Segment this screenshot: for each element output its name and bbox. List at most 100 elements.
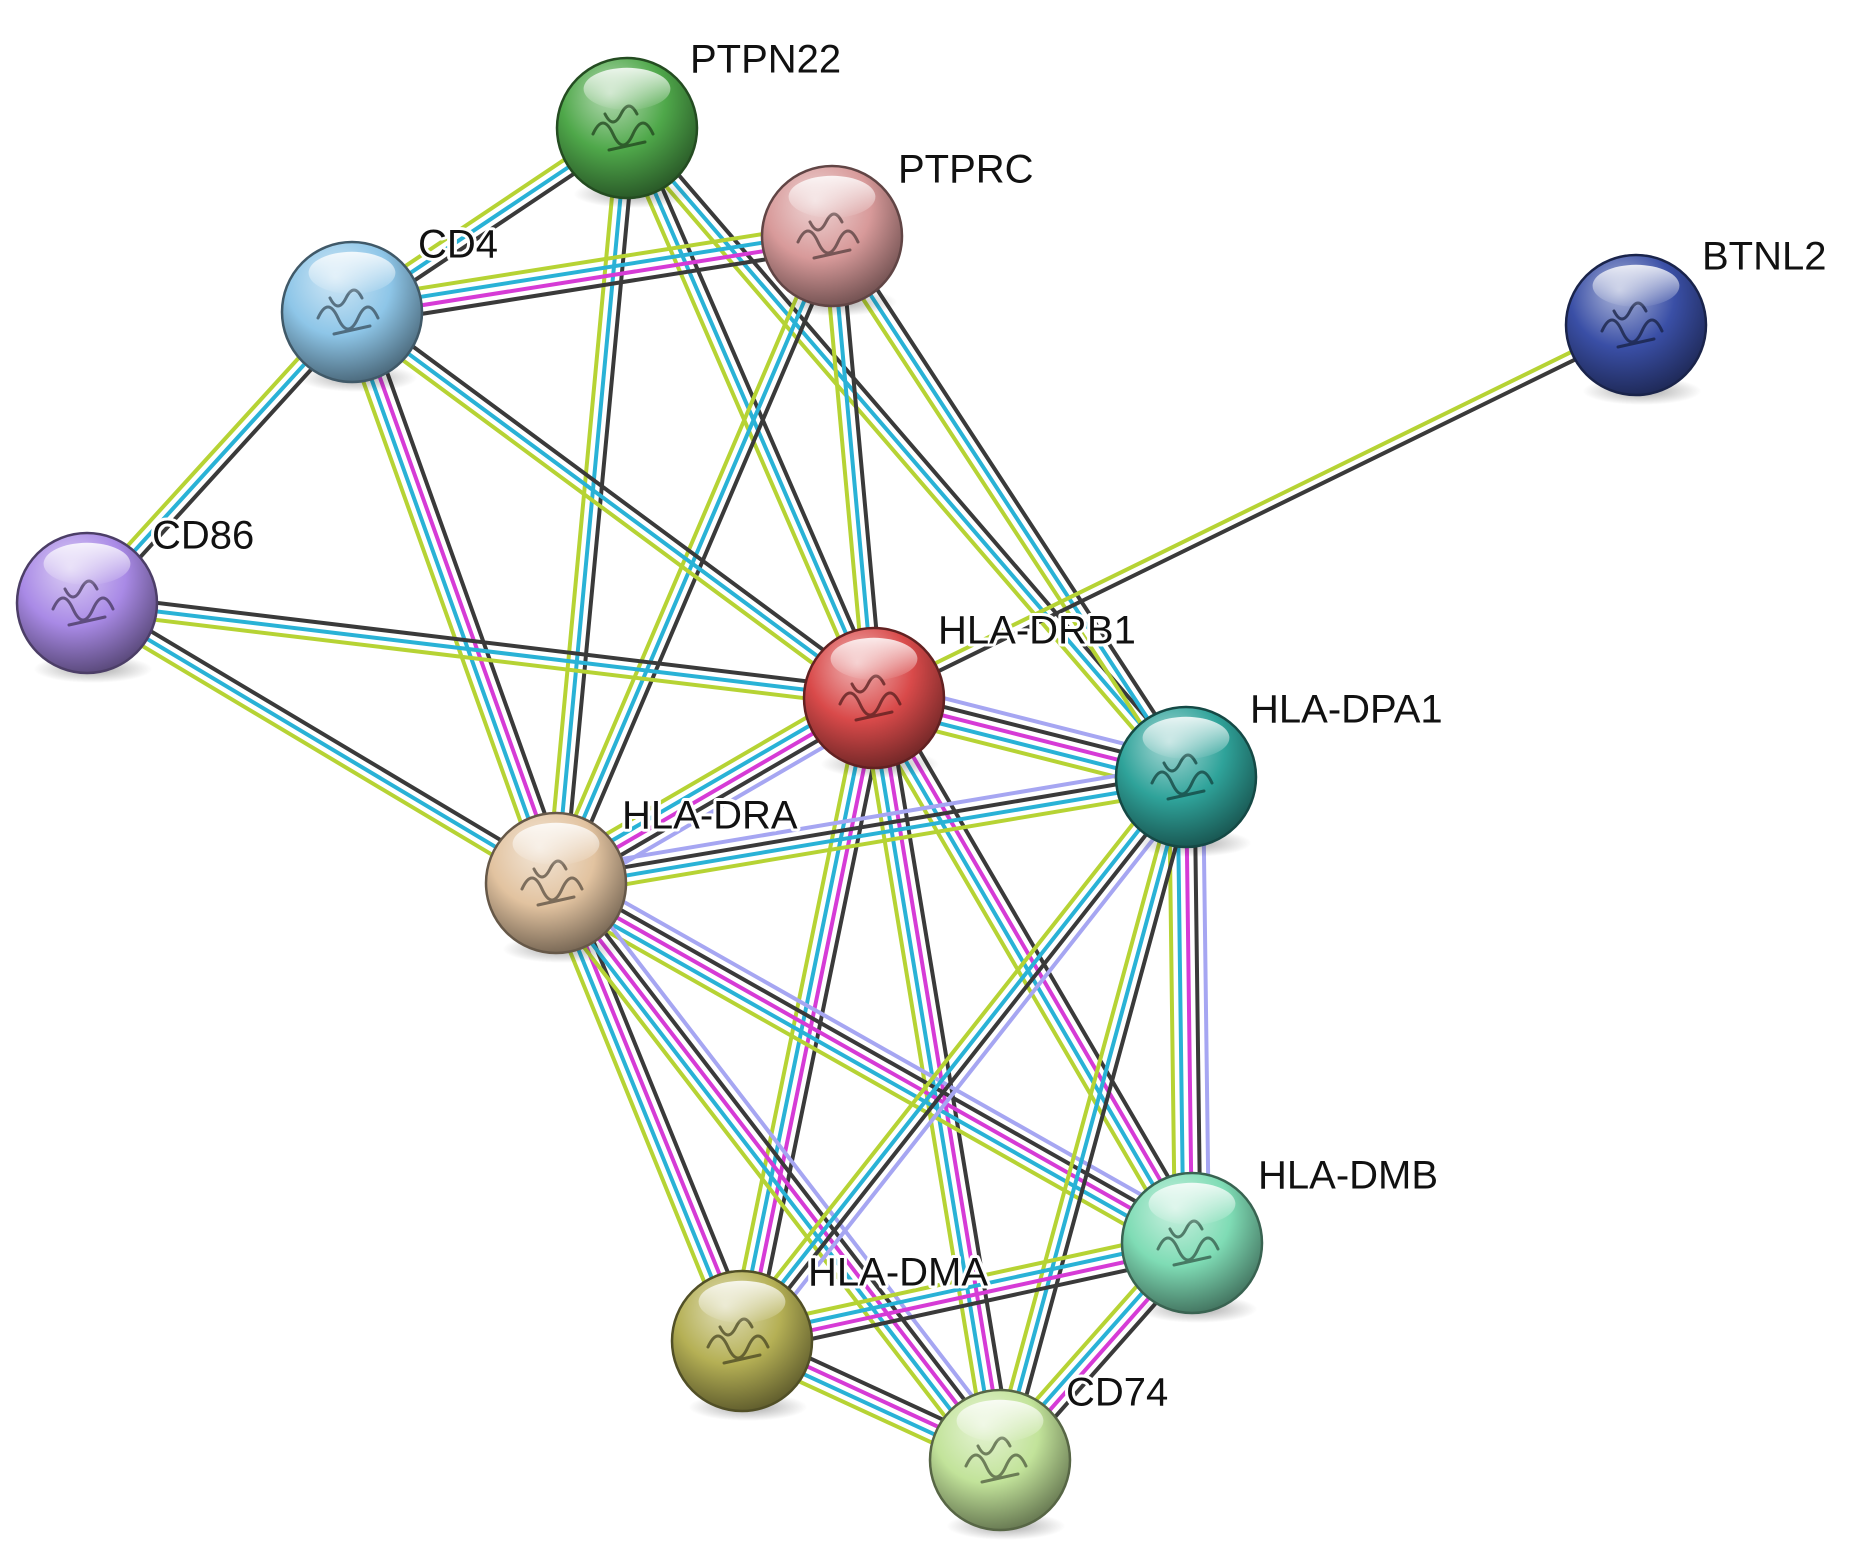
- node-ptpn22[interactable]: [555, 56, 699, 208]
- node-label-hla-dma: HLA-DMA: [808, 1251, 988, 1295]
- node-cd74[interactable]: [928, 1388, 1072, 1540]
- edge-line-black: [351, 246, 836, 327]
- edge-line-cyan: [739, 1236, 1194, 1339]
- node-gloss: [1148, 1182, 1236, 1225]
- nodes-layer: [15, 56, 1708, 1540]
- edge-line-black: [362, 305, 571, 881]
- node-cd4[interactable]: [280, 240, 424, 392]
- edge-line-lime: [348, 221, 833, 302]
- edge-line-black: [743, 777, 1192, 1346]
- edge-line-lavender: [551, 762, 1186, 873]
- node-gloss: [1142, 716, 1230, 759]
- edge-line-magenta: [740, 1245, 1195, 1348]
- node-label-hla-drb1: HLA-DRB1: [938, 609, 1136, 653]
- edge-line-lime: [822, 238, 1181, 784]
- edge-line-black: [873, 326, 1640, 704]
- edge-HLA-DRA-HLA-DPA1[interactable]: [551, 762, 1191, 898]
- node-ptprc[interactable]: [760, 164, 904, 316]
- node-cd86[interactable]: [15, 531, 159, 683]
- edge-line-magenta: [554, 881, 1194, 1245]
- node-hla-dpa1[interactable]: [1114, 705, 1258, 857]
- edge-line-lavender: [562, 866, 1203, 1231]
- node-label-ptpn22: PTPN22: [690, 38, 841, 82]
- edge-line-cyan: [554, 234, 834, 885]
- edge-CD4-HLA-DRA[interactable]: [337, 305, 571, 890]
- edge-CD4-HLA-DRB1[interactable]: [344, 303, 882, 707]
- edge-line-cyan: [350, 310, 876, 700]
- node-label-ptprc: PTPRC: [898, 148, 1034, 192]
- edge-line-cyan: [554, 126, 629, 885]
- edge-PTPRC-CD4[interactable]: [348, 221, 836, 327]
- node-hla-dmb[interactable]: [1120, 1171, 1264, 1323]
- edge-line-magenta: [875, 693, 1198, 1243]
- node-label-hla-dmb: HLA-DMB: [1258, 1154, 1438, 1198]
- node-gloss: [583, 67, 671, 110]
- edge-line-magenta: [354, 308, 563, 884]
- node-hla-dma[interactable]: [670, 1269, 814, 1421]
- edge-line-black: [558, 873, 1199, 1238]
- node-gloss: [956, 1399, 1044, 1442]
- node-btnl2[interactable]: [1564, 253, 1708, 405]
- edge-line-lime: [870, 319, 1637, 697]
- node-hla-dra[interactable]: [484, 811, 628, 963]
- node-hla-drb1[interactable]: [802, 626, 946, 778]
- edge-line-lime: [545, 895, 1186, 1260]
- edge-line-black: [561, 237, 842, 889]
- edge-HLA-DRA-HLA-DMB[interactable]: [545, 866, 1203, 1260]
- edge-line-lavender: [567, 870, 1016, 1452]
- edge-line-cyan: [830, 234, 1188, 779]
- node-gloss: [1592, 264, 1680, 307]
- edge-line-lime: [546, 230, 827, 882]
- edge-HLA-DMB-HLA-DMA[interactable]: [737, 1228, 1197, 1356]
- edge-line-cyan: [85, 601, 876, 700]
- edge-line-cyan: [735, 695, 872, 1343]
- edge-line-black: [837, 229, 1196, 775]
- edge-line-cyan: [625, 126, 876, 700]
- node-label-hla-dpa1: HLA-DPA1: [1250, 688, 1443, 732]
- edge-line-lavender: [750, 782, 1199, 1351]
- edge-line-black: [742, 1253, 1197, 1356]
- edge-line-cyan: [85, 601, 558, 885]
- edge-line-black: [560, 875, 1009, 1457]
- edge-line-cyan: [625, 126, 1188, 779]
- edge-line-lime: [737, 1228, 1192, 1331]
- node-label-cd74: CD74: [1066, 1371, 1168, 1415]
- edge-line-black: [89, 593, 563, 878]
- edge-HLA-DPA1-CD74[interactable]: [989, 772, 1197, 1465]
- edge-line-lime: [989, 772, 1180, 1460]
- edge-line-lime: [545, 125, 621, 885]
- node-gloss: [788, 175, 876, 218]
- edge-BTNL2-HLA-DRB1[interactable]: [870, 319, 1640, 704]
- edge-PTPRC-HLA-DPA1[interactable]: [822, 229, 1196, 784]
- edge-line-magenta: [350, 238, 835, 319]
- edge-line-cyan: [349, 229, 834, 310]
- node-label-cd86: CD86: [152, 514, 254, 558]
- edge-line-lime: [344, 316, 871, 707]
- edge-line-lime: [729, 767, 1178, 1336]
- edge-line-lime: [337, 314, 546, 890]
- edge-CD86-HLA-DRA[interactable]: [80, 593, 563, 893]
- edge-HLA-DPA1-HLA-DMA[interactable]: [729, 767, 1199, 1351]
- edge-line-cyan: [868, 698, 1191, 1248]
- edge-PTPN22-HLA-DRA[interactable]: [545, 125, 638, 886]
- edge-line-lime: [540, 891, 989, 1473]
- edge-line-cyan: [998, 775, 1188, 1462]
- node-gloss: [308, 251, 396, 294]
- edge-CD86-HLA-DRB1[interactable]: [83, 592, 878, 709]
- edge-line-lime: [542, 885, 733, 1348]
- edge-line-lime: [83, 609, 875, 709]
- edge-line-black: [884, 693, 1015, 1460]
- edge-line-magenta: [554, 881, 1002, 1462]
- edge-line-black: [1006, 777, 1197, 1465]
- edge-HLA-DRA-CD74[interactable]: [540, 870, 1016, 1473]
- node-gloss: [43, 542, 131, 585]
- edge-line-lime: [80, 608, 554, 893]
- node-gloss: [698, 1280, 786, 1323]
- edge-line-cyan: [736, 772, 1185, 1341]
- edge-line-cyan: [554, 779, 1189, 890]
- edge-PTPRC-HLA-DRA[interactable]: [546, 230, 842, 889]
- edge-line-black: [86, 592, 878, 692]
- node-gloss: [830, 637, 918, 680]
